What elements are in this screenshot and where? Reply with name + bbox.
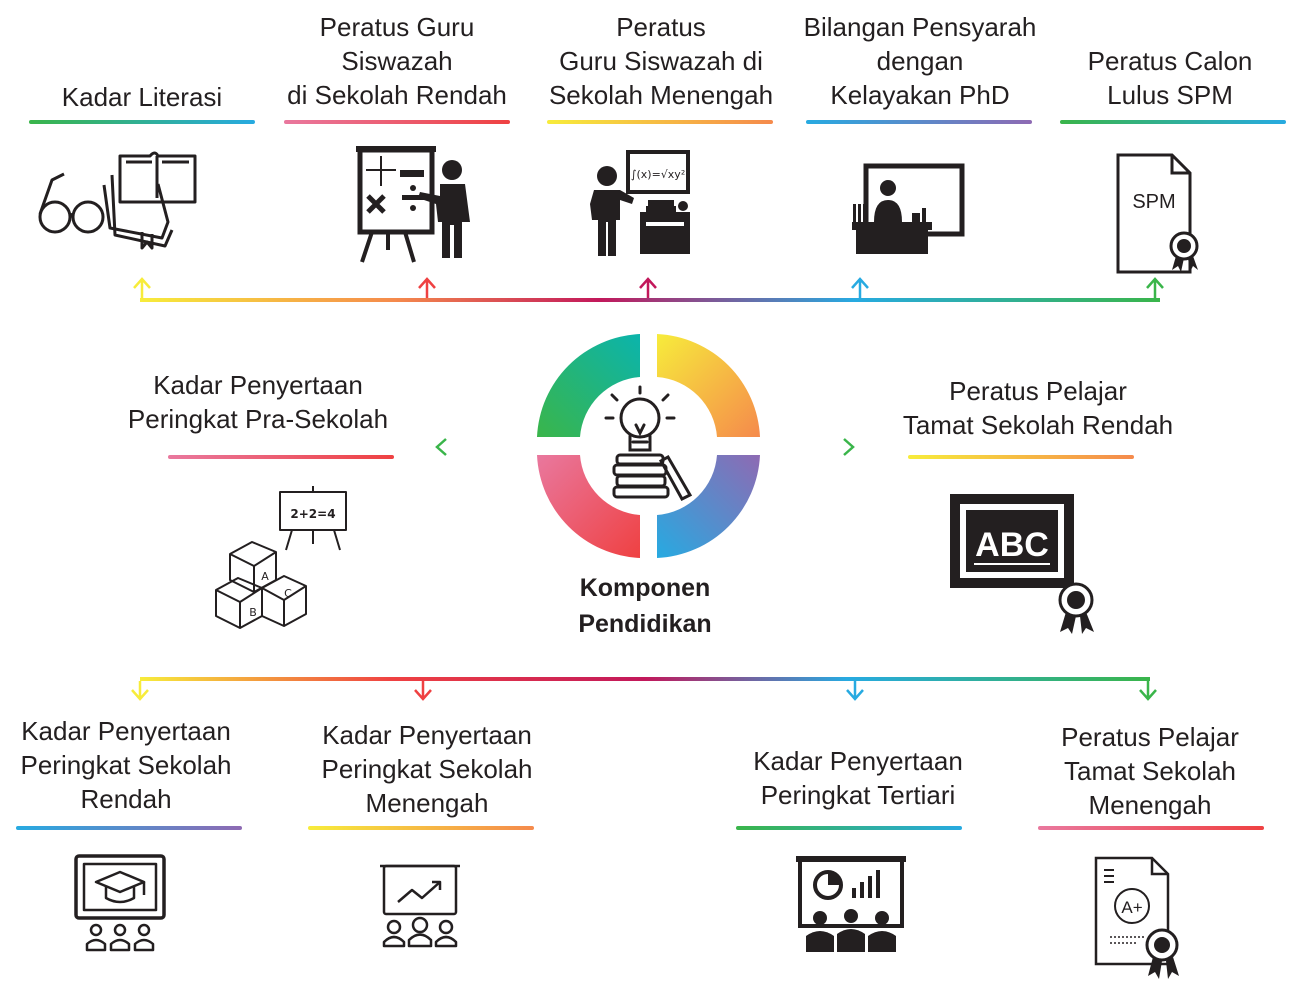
abc-blackboard-icon: ABC <box>950 494 1094 634</box>
bottom-connector <box>131 677 1157 701</box>
lecturer-desk-icon <box>852 163 965 254</box>
glasses-books-icon <box>38 151 197 250</box>
lightbulb-books-icon <box>604 385 693 501</box>
label-guru-siswazah-menengah: Peratus Guru Siswazah di Sekolah Menenga… <box>548 12 774 110</box>
label-pra-sekolah: Kadar Penyertaan Peringkat Pra-Sekolah <box>127 370 389 434</box>
graduation-screen-icon <box>74 854 166 952</box>
label-kadar-literasi: Kadar Literasi <box>61 82 223 112</box>
label-penyertaan-tertiari: Kadar Penyertaan Peringkat Tertiari <box>753 746 963 810</box>
top-connector <box>133 277 1164 302</box>
block-letter-a: A <box>261 570 269 583</box>
center-ring <box>537 334 760 558</box>
label-pensyarah-phd: Bilangan Pensyarah dengan Kelayakan PhD <box>803 12 1037 110</box>
block-letter-c: C <box>284 587 292 600</box>
blackboard-text: ABC <box>975 526 1049 564</box>
right-arrow <box>765 438 855 456</box>
label-tamat-sekolah-menengah: Peratus Pelajar Tamat Sekolah Menengah <box>1061 722 1239 820</box>
label-underlines <box>16 120 1286 830</box>
label-guru-siswazah-rendah: Peratus Guru Siswazah di Sekolah Rendah <box>287 12 507 110</box>
center-title: Komponen Pendidikan <box>578 574 712 638</box>
abc-blocks-board-icon: 2+2=4 A B C <box>215 486 347 629</box>
spm-certificate-icon: SPM <box>1116 153 1199 274</box>
left-arrow <box>435 438 525 456</box>
label-penyertaan-sekolah-menengah: Kadar Penyertaan Peringkat Sekolah Menen… <box>321 720 533 818</box>
label-calon-lulus-spm: Peratus Calon Lulus SPM <box>1087 46 1253 110</box>
teacher-math-board-icon <box>356 146 470 263</box>
presentation-chart-audience-icon <box>796 856 906 952</box>
a-plus-text: A+ <box>1121 898 1142 917</box>
spm-icon-text: SPM <box>1132 191 1175 213</box>
presentation-growth-icon <box>380 864 460 948</box>
svg-text:∫(x)=√xy²: ∫(x)=√xy² <box>631 168 685 181</box>
label-tamat-sekolah-rendah: Peratus Pelajar Tamat Sekolah Rendah <box>902 376 1174 440</box>
a-plus-certificate-icon: A+ <box>1094 856 1179 979</box>
label-penyertaan-sekolah-rendah: Kadar Penyertaan Peringkat Sekolah Renda… <box>20 716 232 814</box>
block-letter-b: B <box>249 606 257 619</box>
teacher-formula-board-icon: ∫(x)=√xy² <box>590 150 690 256</box>
preschool-board-text: 2+2=4 <box>290 507 335 521</box>
